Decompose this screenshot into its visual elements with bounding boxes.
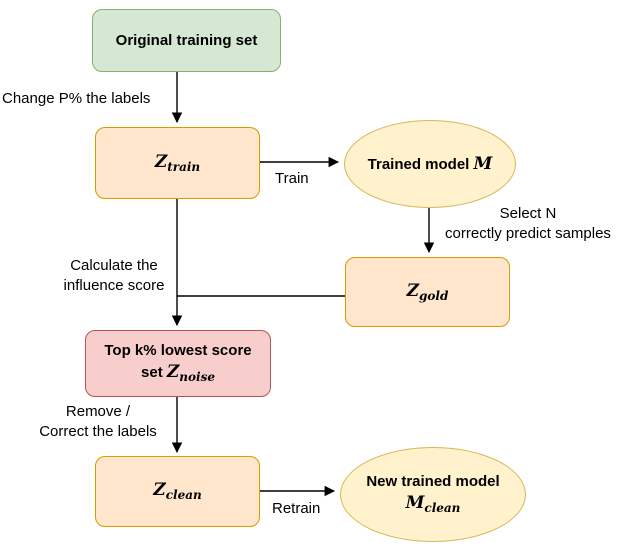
- node-z-clean-label: Zclean: [153, 480, 202, 503]
- node-z-noise: Top k% lowest score set Znoise: [85, 330, 271, 397]
- edge-label-calculate: Calculate the influence score: [55, 256, 173, 297]
- edge-label-remove: Remove / Correct the labels: [28, 402, 168, 443]
- edge-label-train: Train: [275, 170, 309, 187]
- node-z-noise-line1: Top k% lowest score: [104, 342, 252, 360]
- edge-label-select-n-line1: Select N: [499, 205, 557, 222]
- edge-label-select-n-line2: correctly predict samples: [445, 225, 611, 243]
- node-z-gold-label: Zgold: [406, 280, 449, 303]
- node-trained-model: Trained model M: [344, 120, 516, 208]
- edge-label-retrain: Retrain: [272, 500, 321, 517]
- node-z-clean: Zclean: [95, 456, 260, 527]
- node-original-training-set: Original training set: [92, 9, 281, 72]
- edge-label-remove-line1: Remove /: [65, 403, 131, 420]
- node-new-model-line1: New trained model: [366, 473, 500, 491]
- node-trained-model-label: Trained model M: [367, 153, 493, 174]
- node-z-gold: Zgold: [345, 257, 510, 327]
- node-z-noise-line2: set Znoise: [141, 361, 215, 384]
- node-new-trained-model: New trained model Mclean: [340, 447, 526, 542]
- node-z-train-label: Ztrain: [154, 151, 201, 174]
- edge-label-calculate-line1: Calculate the: [70, 257, 158, 274]
- edge-label-calculate-line2: influence score: [63, 277, 165, 295]
- node-z-train: Ztrain: [95, 127, 260, 199]
- edge-label-change-labels: Change P% the labels: [2, 90, 151, 107]
- node-new-model-line2: Mclean: [405, 492, 461, 515]
- edge-label-select-n: Select N correctly predict samples: [437, 204, 619, 245]
- edge-label-remove-line2: Correct the labels: [39, 423, 157, 441]
- node-original-label: Original training set: [115, 31, 258, 49]
